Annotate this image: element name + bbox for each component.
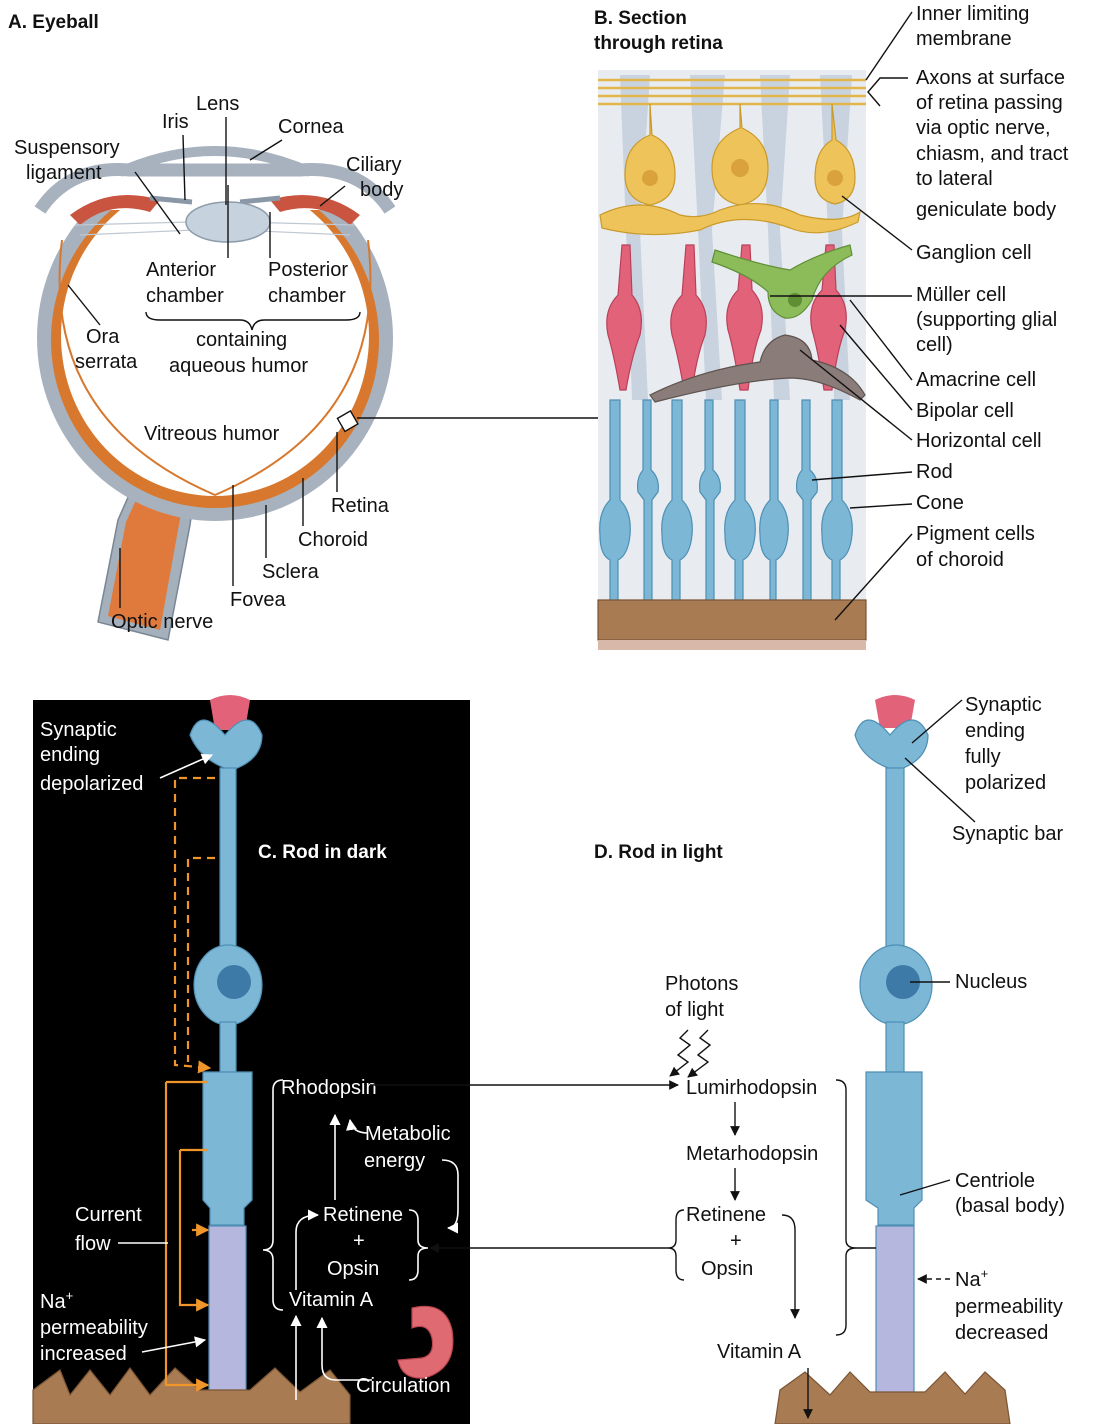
- bipolar-label: Bipolar cell: [916, 400, 1014, 422]
- fovea-label: Fovea: [230, 589, 286, 611]
- synaptic-light-label-1: Synaptic: [965, 694, 1042, 716]
- ciliary-label-2: body: [360, 179, 403, 201]
- circulation-label: Circulation: [356, 1375, 450, 1397]
- posterior-label-2: chamber: [268, 285, 346, 307]
- rod-label: Rod: [916, 461, 953, 483]
- synaptic-dark-label-1: Synaptic: [40, 719, 117, 741]
- posterior-label-1: Posterior: [268, 259, 348, 281]
- synaptic-light-label-4: polarized: [965, 772, 1046, 794]
- axons-label-1: Axons at surface: [916, 67, 1065, 89]
- retina-label: Retina: [331, 495, 390, 517]
- muller-label-2: (supporting glial: [916, 309, 1057, 331]
- horizontal-label: Horizontal cell: [916, 430, 1042, 452]
- vitamin-a-right-label: Vitamin A: [717, 1341, 802, 1363]
- rod-light: [855, 695, 932, 1406]
- muller-label-3: cell): [916, 334, 953, 356]
- lumirhodopsin-label: Lumirhodopsin: [686, 1077, 817, 1099]
- cone-label: Cone: [916, 492, 964, 514]
- rhodopsin-label: Rhodopsin: [281, 1077, 377, 1099]
- synaptic-light-label-2: ending: [965, 720, 1025, 742]
- panel-b-title-2: through retina: [594, 33, 723, 54]
- optic-nerve-label: Optic nerve: [111, 611, 213, 633]
- panel-a-eyeball: A. Eyeball Lens Iris Cornea Suspensory: [8, 12, 612, 640]
- retinene-right-label: Retinene: [686, 1204, 766, 1226]
- suspensory-label-2: ligament: [26, 162, 102, 184]
- na-dark-label-2: permeability: [40, 1317, 148, 1339]
- panel-b-title-1: B. Section: [594, 8, 687, 29]
- ganglion-label: Ganglion cell: [916, 242, 1032, 264]
- aqueous-label-1: containing: [196, 329, 287, 351]
- aqueous-label-2: aqueous humor: [169, 355, 308, 377]
- opsin-label: Opsin: [327, 1258, 379, 1280]
- synaptic-light-label-3: fully: [965, 746, 1001, 768]
- vitamin-a-label: Vitamin A: [289, 1289, 374, 1311]
- axons-label-4: chiasm, and tract: [916, 143, 1069, 165]
- centriole-label-2: (basal body): [955, 1195, 1065, 1217]
- photons-label-1: Photons: [665, 973, 738, 995]
- panel-d-title: D. Rod in light: [594, 842, 723, 863]
- metabolic-label-1: Metabolic: [365, 1123, 451, 1145]
- na-light-label-3: decreased: [955, 1322, 1048, 1344]
- panel-d-rod-light: D. Rod in light Synaptic ending fully po…: [370, 694, 1065, 1424]
- amacrine-label: Amacrine cell: [916, 369, 1036, 391]
- choroid-label: Choroid: [298, 529, 368, 551]
- na-dark-label-3: increased: [40, 1343, 127, 1365]
- metabolic-label-2: energy: [364, 1150, 425, 1172]
- synaptic-dark-label-2: ending: [40, 744, 100, 766]
- metarhodopsin-label: Metarhodopsin: [686, 1143, 818, 1165]
- axons-label-5: to lateral: [916, 168, 993, 190]
- dark-background: [33, 700, 470, 1424]
- iris-label: Iris: [162, 111, 189, 133]
- anterior-label-1: Anterior: [146, 259, 216, 281]
- cornea-label: Cornea: [278, 116, 344, 138]
- ciliary-label-1: Ciliary: [346, 154, 402, 176]
- pigment-layer: [598, 600, 866, 640]
- lens-label: Lens: [196, 93, 239, 115]
- panel-c-title: C. Rod in dark: [258, 842, 387, 863]
- ilm-label-2: membrane: [916, 28, 1012, 50]
- plus-right-label: +: [730, 1230, 742, 1252]
- axons-label-6: geniculate body: [916, 199, 1056, 221]
- current-label-2: flow: [75, 1233, 111, 1255]
- na-light-label-2: permeability: [955, 1296, 1063, 1318]
- axons-label-2: of retina passing: [916, 92, 1063, 114]
- anterior-label-2: chamber: [146, 285, 224, 307]
- retinene-label: Retinene: [323, 1204, 403, 1226]
- pigment-label-1: Pigment cells: [916, 523, 1035, 545]
- ora-label-2: serrata: [75, 351, 138, 373]
- vitreous-label: Vitreous humor: [144, 423, 280, 445]
- synaptic-bar-label: Synaptic bar: [952, 823, 1064, 845]
- ilm-label-1: Inner limiting: [916, 3, 1029, 25]
- current-label-1: Current: [75, 1204, 142, 1226]
- suspensory-label-1: Suspensory: [14, 137, 120, 159]
- muller-label-1: Müller cell: [916, 284, 1006, 306]
- centriole-label-1: Centriole: [955, 1170, 1035, 1192]
- na-light-label-1: Na+: [955, 1266, 988, 1291]
- panel-a-title: A. Eyeball: [8, 12, 99, 33]
- pigment-label-2: of choroid: [916, 549, 1004, 571]
- panel-c-rod-dark: C. Rod in dark Synaptic ending depolariz…: [33, 695, 470, 1424]
- photons-label-2: of light: [665, 999, 724, 1021]
- plus-label: +: [353, 1230, 365, 1252]
- ora-label-1: Ora: [86, 326, 120, 348]
- panel-b-retina: B. Section through retina: [594, 3, 1069, 650]
- opsin-right-label: Opsin: [701, 1258, 753, 1280]
- sclera-label: Sclera: [262, 561, 320, 583]
- axons-label-3: via optic nerve,: [916, 117, 1051, 139]
- nucleus-label: Nucleus: [955, 971, 1027, 993]
- synaptic-dark-label-3: depolarized: [40, 773, 143, 795]
